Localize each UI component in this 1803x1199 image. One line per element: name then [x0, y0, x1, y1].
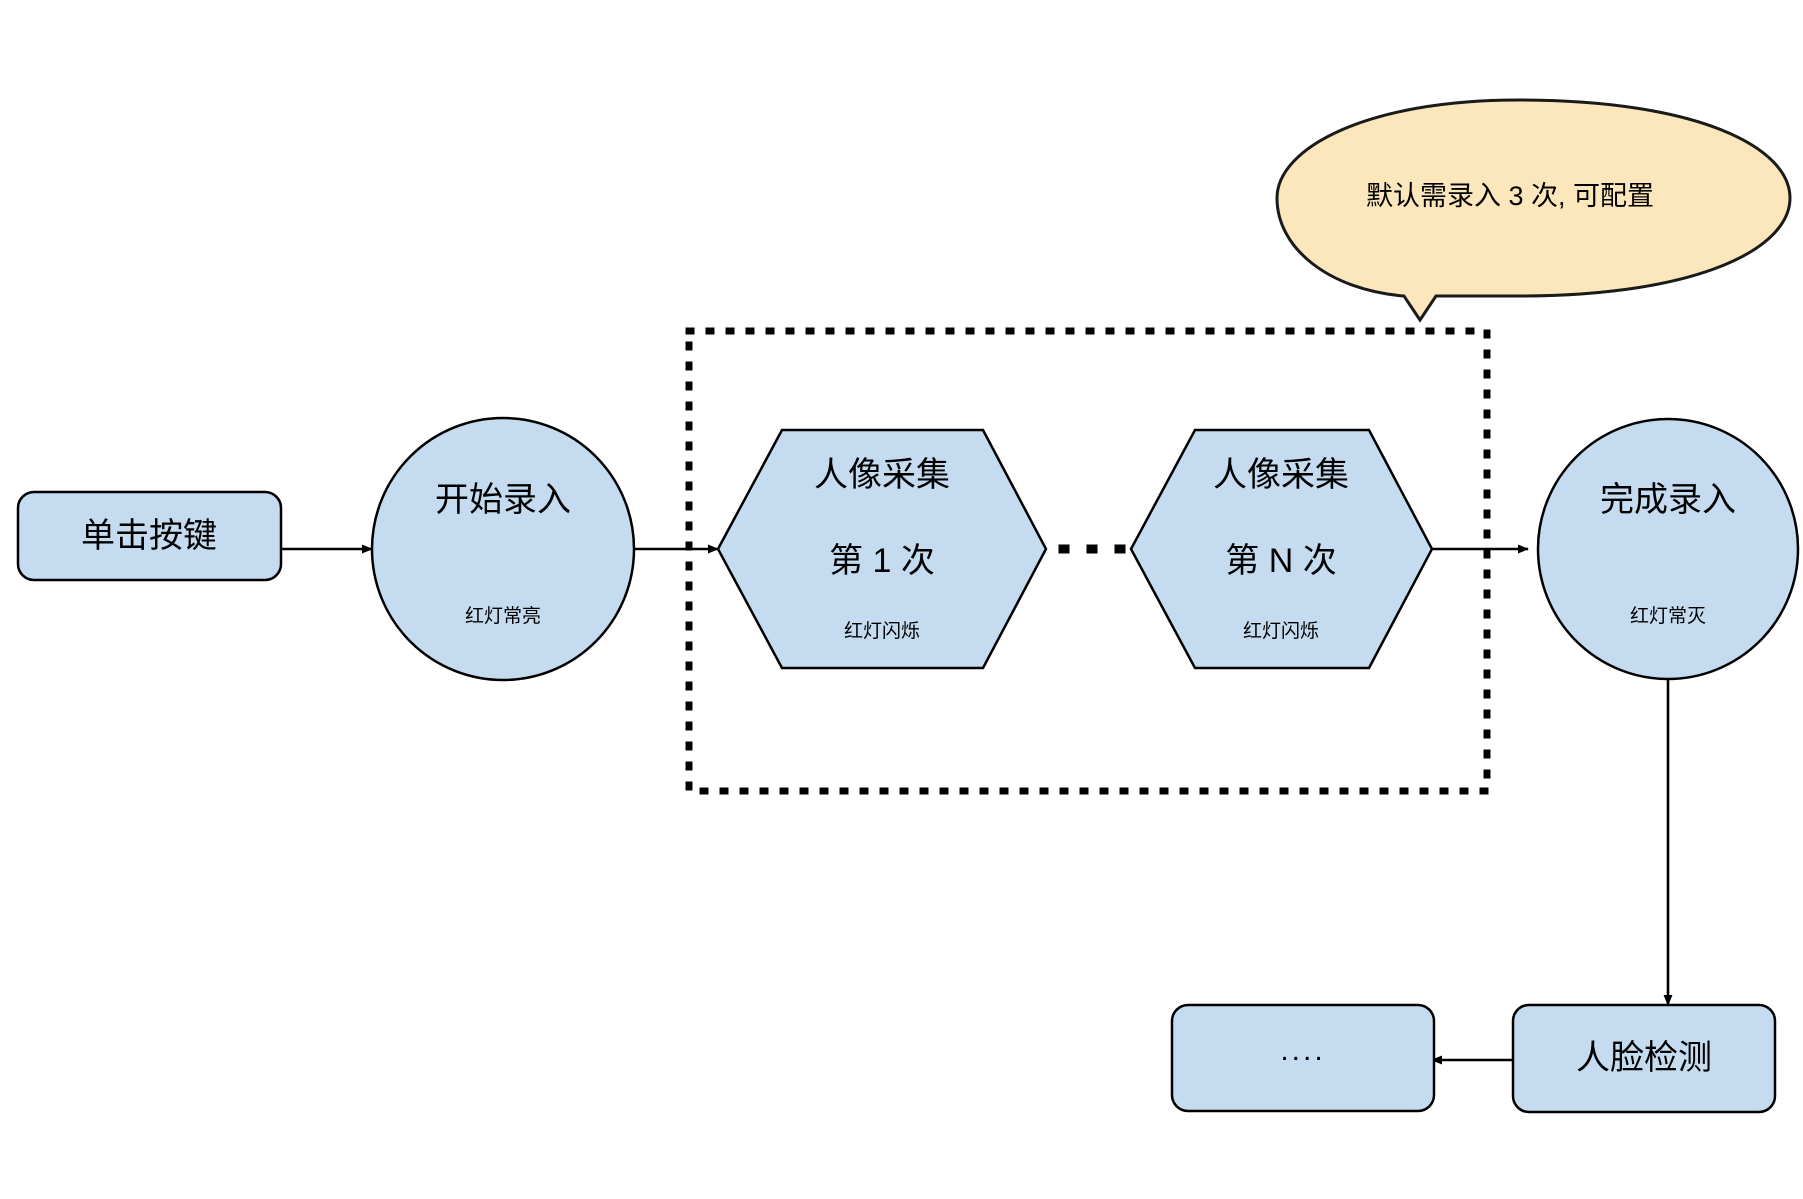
node-capture-first-sublabel: 红灯闪烁 [844, 620, 920, 642]
callout-text: 默认需录入 3 次, 可配置 [1366, 181, 1654, 211]
node-start-enroll-sublabel: 红灯常亮 [465, 605, 541, 627]
node-finish-enroll[interactable]: 完成录入 红灯常灭 [1536, 417, 1800, 681]
node-capture-first-label-line1: 人像采集 [814, 456, 950, 494]
node-press-key-label: 单击按键 [81, 517, 217, 555]
node-capture-nth-sublabel: 红灯闪烁 [1243, 620, 1319, 642]
node-capture-nth-label-line1: 人像采集 [1213, 456, 1349, 494]
node-press-key[interactable]: 单击按键 [16, 490, 283, 582]
node-finish-enroll-label: 完成录入 [1600, 481, 1736, 519]
node-more[interactable]: .... [1170, 1003, 1436, 1113]
node-more-label: .... [1280, 1034, 1325, 1067]
node-face-detect[interactable]: 人脸检测 [1511, 1003, 1777, 1114]
node-face-detect-label: 人脸检测 [1576, 1039, 1712, 1077]
node-capture-first-label-line2: 第 1 次 [829, 542, 935, 580]
node-capture-first[interactable]: 人像采集 第 1 次 红灯闪烁 [716, 428, 1048, 670]
node-capture-nth-label-line2: 第 N 次 [1225, 542, 1336, 580]
node-start-enroll-label: 开始录入 [435, 481, 571, 519]
node-capture-nth[interactable]: 人像采集 第 N 次 红灯闪烁 [1129, 428, 1434, 670]
capture-loop-group [685, 327, 1491, 795]
node-finish-enroll-sublabel: 红灯常灭 [1630, 605, 1706, 627]
callout-default-times: 默认需录入 3 次, 可配置 [1275, 98, 1792, 323]
node-start-enroll[interactable]: 开始录入 红灯常亮 [370, 416, 636, 682]
